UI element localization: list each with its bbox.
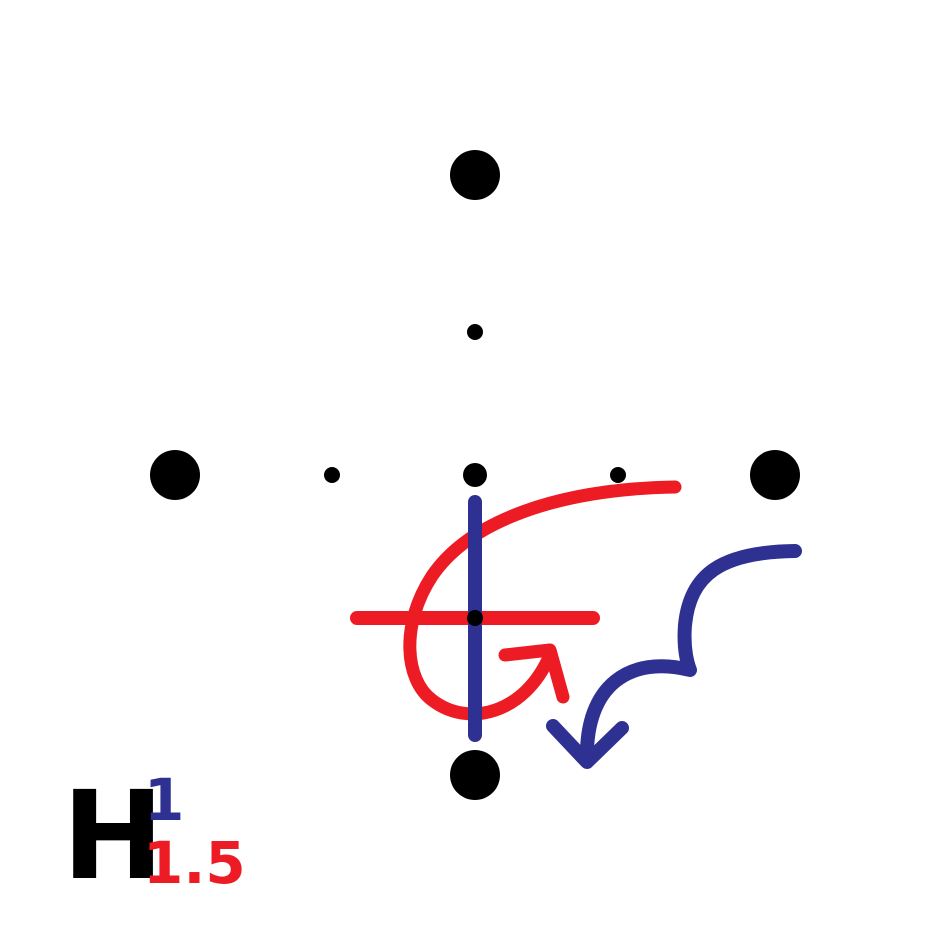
dot-large-right [750,450,800,500]
symbol-value-1: 1 [144,766,184,834]
dot-large-top [450,150,500,200]
symbol-letter: H [62,765,164,907]
dot-small-top [467,324,483,340]
dot-small-left [324,467,340,483]
symbol-value-1-5: 1.5 [143,829,246,897]
dot-small-intersection [467,610,483,626]
dot-medium-center [463,463,487,487]
red-rotation-arrow-icon [403,480,682,721]
blue-rotation-arrow-icon [546,544,802,769]
dot-small-right [610,467,626,483]
dot-large-left [150,450,200,500]
dot-large-bottom [450,750,500,800]
